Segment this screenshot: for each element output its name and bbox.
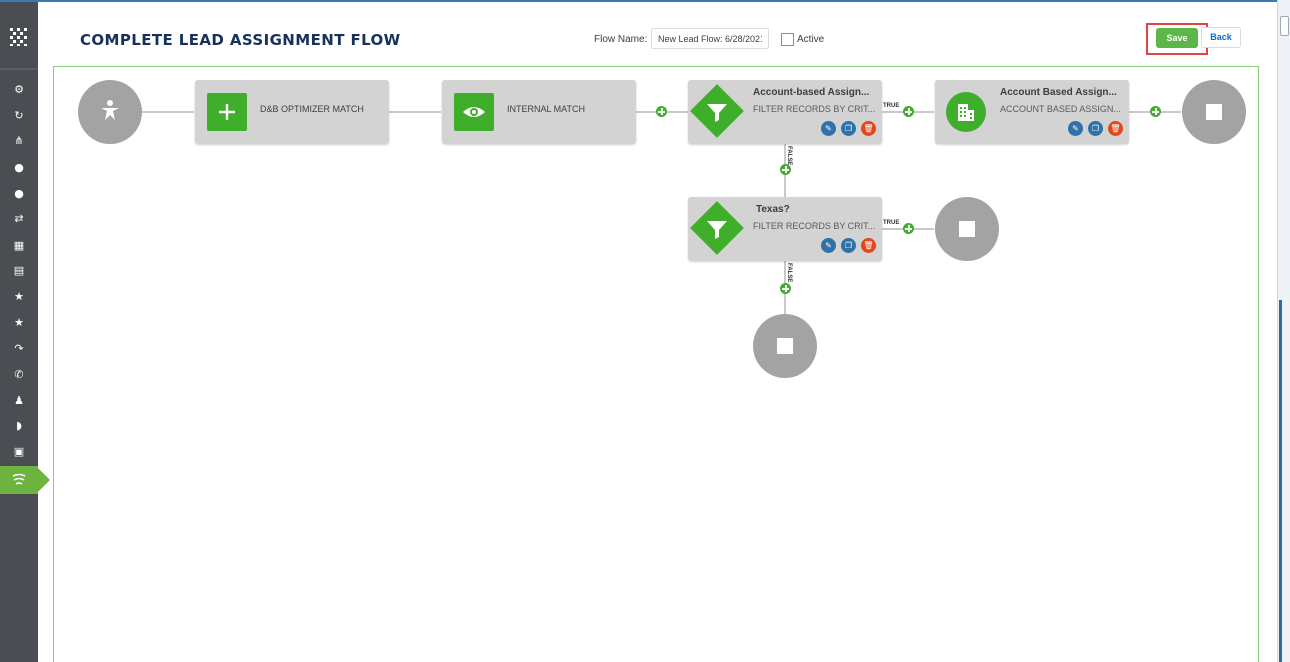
node-subtitle: FILTER RECORDS BY CRIT...: [753, 221, 876, 231]
add-step-button[interactable]: [780, 283, 791, 294]
node-label: INTERNAL MATCH: [507, 104, 586, 114]
page-title: COMPLETE LEAD ASSIGNMENT FLOW: [80, 31, 401, 49]
delete-icon[interactable]: 🗑: [861, 121, 876, 136]
right-edge-bar: [1277, 0, 1290, 662]
refresh-icon[interactable]: ↻: [14, 109, 24, 122]
node-subtitle: ACCOUNT BASED ASSIGN...: [1000, 104, 1121, 114]
stop-icon: [1206, 104, 1222, 120]
copy-icon[interactable]: ❐: [841, 238, 856, 253]
copy-icon[interactable]: ❐: [841, 121, 856, 136]
redirect-icon[interactable]: ↷: [14, 342, 24, 355]
node-title: Account Based Assign...: [1000, 87, 1117, 98]
person-icon: [101, 100, 119, 120]
flow-canvas[interactable]: [53, 66, 1259, 662]
delete-icon[interactable]: 🗑: [1108, 121, 1123, 136]
edit-icon[interactable]: ✎: [1068, 121, 1083, 136]
conversation-icon[interactable]: ◗: [16, 419, 22, 432]
connector-line: [142, 111, 194, 113]
node-subtitle: FILTER RECORDS BY CRIT...: [753, 104, 876, 114]
person-star-icon[interactable]: ★: [14, 290, 24, 303]
node-label: D&B OPTIMIZER MATCH: [260, 104, 364, 114]
flow-end-node[interactable]: [753, 314, 817, 378]
flow-start-node[interactable]: [78, 80, 142, 144]
leadspace-logo[interactable]: [8, 26, 30, 48]
phone-icon[interactable]: ✆: [14, 368, 24, 381]
delete-icon[interactable]: 🗑: [861, 238, 876, 253]
add-step-button[interactable]: [780, 164, 791, 175]
plus-icon: [207, 93, 247, 131]
texas-filter-node[interactable]: Texas? FILTER RECORDS BY CRIT... ✎ ❐ 🗑: [688, 197, 882, 261]
account-filter-node[interactable]: Account-based Assign... FILTER RECORDS B…: [688, 80, 882, 144]
stop-icon: [959, 221, 975, 237]
internal-match-node[interactable]: INTERNAL MATCH: [442, 80, 636, 144]
node-title: Account-based Assign...: [753, 87, 870, 98]
building-icon: [946, 92, 986, 132]
save-button[interactable]: Save: [1156, 28, 1198, 48]
edge-scroll-indicator: [1279, 300, 1282, 662]
dnb-optimizer-match-node[interactable]: D&B OPTIMIZER MATCH: [195, 80, 389, 144]
person-star-icon[interactable]: ★: [14, 316, 24, 329]
node-title: Texas?: [756, 204, 790, 215]
sidebar-separator: [0, 68, 38, 70]
edit-icon[interactable]: ✎: [821, 121, 836, 136]
add-step-button[interactable]: [903, 106, 914, 117]
eye-icon: [454, 93, 494, 131]
contact-card-icon[interactable]: ▤: [13, 264, 25, 277]
true-branch-label: TRUE: [883, 103, 900, 109]
gears-icon[interactable]: ⚙: [14, 83, 24, 96]
filter-icon: [707, 104, 727, 122]
account-assign-node[interactable]: Account Based Assign... ACCOUNT BASED AS…: [935, 80, 1129, 144]
group-icon[interactable]: ♟: [14, 394, 24, 407]
add-step-button[interactable]: [1150, 106, 1161, 117]
flow-end-node[interactable]: [1182, 80, 1246, 144]
edge-tab[interactable]: [1280, 16, 1289, 36]
active-label: Active: [797, 34, 825, 45]
chat-icon[interactable]: ●: [14, 161, 24, 174]
hierarchy-icon[interactable]: ⋔: [14, 134, 24, 147]
stop-icon: [777, 338, 793, 354]
add-step-button[interactable]: [903, 223, 914, 234]
filter-icon: [707, 221, 727, 239]
sidebar-item-flow-active[interactable]: [0, 466, 50, 494]
true-branch-label: TRUE: [883, 220, 900, 226]
copy-icon[interactable]: ❐: [1088, 121, 1103, 136]
false-branch-label: FALSE: [786, 146, 792, 166]
active-checkbox[interactable]: [781, 33, 794, 46]
false-branch-label: FALSE: [786, 263, 792, 283]
connector-line: [389, 111, 441, 113]
top-accent-strip: [0, 0, 1290, 2]
edit-icon[interactable]: ✎: [821, 238, 836, 253]
flow-name-label: Flow Name:: [594, 34, 648, 45]
flow-end-node[interactable]: [935, 197, 999, 261]
add-step-button[interactable]: [656, 106, 667, 117]
sync-icon[interactable]: ⇄: [14, 212, 24, 225]
back-button[interactable]: Back: [1201, 27, 1241, 48]
flow-name-input[interactable]: [651, 28, 769, 49]
document-icon[interactable]: ▣: [13, 445, 25, 458]
left-sidebar: ⚙ ↻ ⋔ ● ● ⇄ ▦ ▤ ★ ★ ↷ ✆ ♟ ◗ ▣: [0, 2, 50, 662]
chat-icon[interactable]: ●: [14, 187, 24, 200]
flow-icon: [12, 473, 26, 485]
building-icon[interactable]: ▦: [13, 239, 25, 252]
